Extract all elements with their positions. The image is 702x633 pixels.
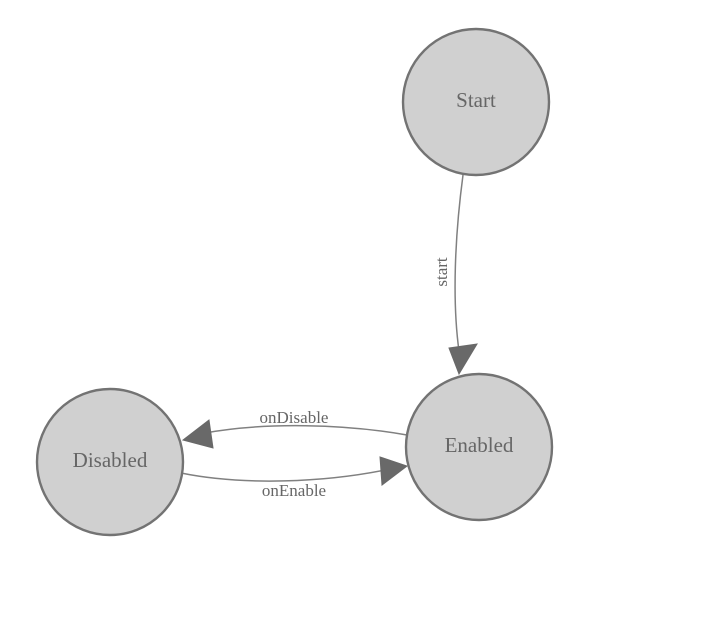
edge-ondisable-arrowhead (181, 419, 214, 449)
node-disabled-circle (35, 387, 185, 537)
node-enabled-label: Enabled (445, 433, 514, 457)
node-start[interactable]: Start (401, 27, 551, 177)
edge-ondisable-label: onDisable (260, 408, 329, 427)
node-start-circle (401, 27, 551, 177)
node-disabled[interactable]: Disabled (35, 387, 185, 537)
edge-start[interactable]: start (432, 174, 478, 376)
edge-ondisable[interactable]: onDisable (181, 408, 408, 449)
edge-onenable-label: onEnable (262, 481, 326, 500)
node-enabled[interactable]: Enabled (404, 372, 554, 522)
node-enabled-circle (404, 372, 554, 522)
edge-start-arrowhead (448, 343, 478, 376)
node-disabled-label: Disabled (73, 448, 148, 472)
node-start-label: Start (456, 88, 496, 112)
edge-onenable-path (180, 469, 386, 482)
edge-onenable[interactable]: onEnable (180, 456, 409, 500)
edge-start-label: start (432, 257, 451, 287)
edge-onenable-arrowhead (379, 456, 409, 486)
edge-ondisable-path (204, 424, 408, 436)
edge-start-path (454, 174, 464, 352)
